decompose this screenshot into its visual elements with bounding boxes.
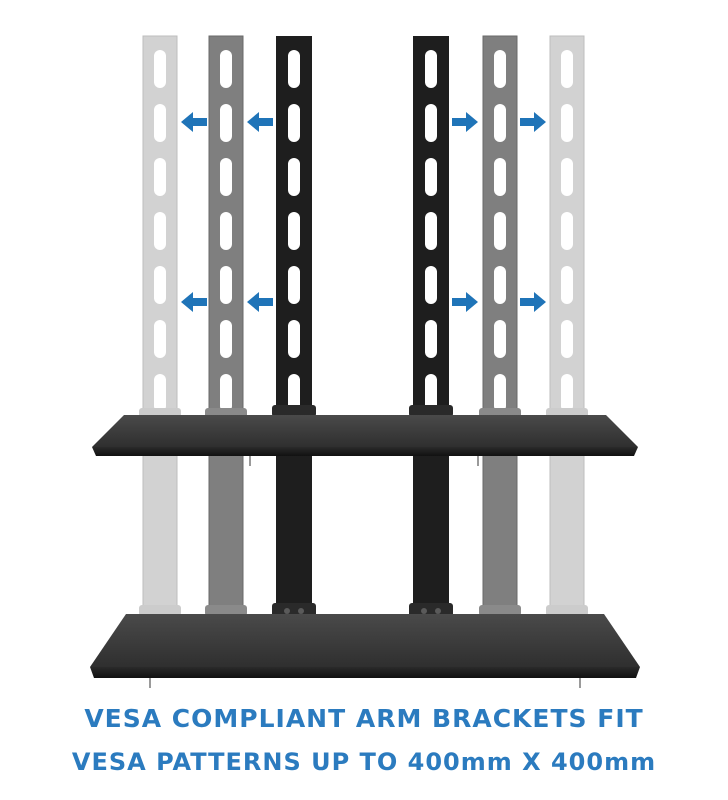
- caption-line-1: VESA COMPLIANT ARM BRACKETS FIT: [84, 704, 644, 733]
- arrow-right-icon: [452, 292, 478, 312]
- arrow-right-icon: [520, 292, 546, 312]
- bracket-gray-right: [482, 35, 518, 617]
- bracket-gray-left: [208, 35, 244, 617]
- arrow-right-icon: [452, 112, 478, 132]
- product-illustration: [90, 35, 640, 688]
- bracket-light-left: [142, 35, 178, 617]
- arrow-left-icon: [247, 292, 273, 312]
- arrow-left-icon: [247, 112, 273, 132]
- bracket-light-right: [549, 35, 585, 617]
- arrow-right-icon: [520, 112, 546, 132]
- bracket-feet-bottom: [139, 603, 588, 617]
- bracket-black-left: [276, 36, 312, 618]
- arrow-left-icon: [181, 292, 207, 312]
- caption-line-2: VESA PATTERNS UP TO 400mm X 400mm: [71, 748, 657, 776]
- bracket-black-right: [413, 36, 449, 618]
- arrow-left-icon: [181, 112, 207, 132]
- bottom-shelf: [90, 614, 640, 688]
- top-shelf: [92, 415, 638, 466]
